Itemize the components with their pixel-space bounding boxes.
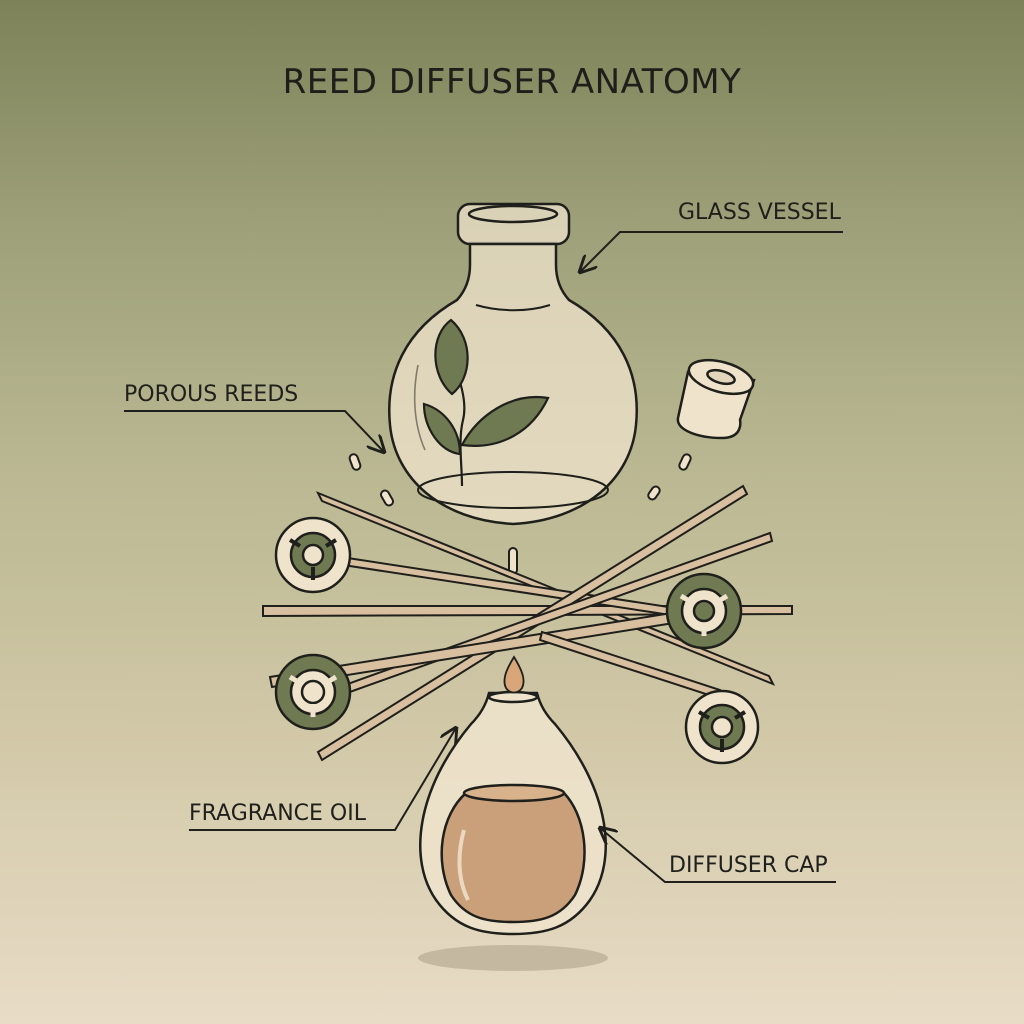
diagram-title: REED DIFFUSER ANATOMY	[282, 62, 742, 102]
oil-bottle-icon	[419, 690, 607, 936]
label-glass-vessel: GLASS VESSEL	[678, 200, 841, 225]
leader-diffuser-cap	[600, 828, 836, 883]
reed-bundle-icon	[262, 484, 793, 762]
floor-shadow	[418, 945, 608, 971]
leaf-sprig-icon	[422, 318, 550, 487]
wheel-icon	[684, 689, 760, 765]
oil-drips	[348, 453, 692, 575]
glass-vessel-icon	[388, 202, 638, 526]
label-fragrance-oil: FRAGRANCE OIL	[189, 801, 366, 826]
label-porous-reeds: POROUS REEDS	[124, 382, 299, 407]
leader-fragrance-oil	[189, 728, 456, 831]
wheel-icon	[274, 516, 352, 594]
label-diffuser-cap: DIFFUSER CAP	[669, 853, 828, 878]
leader-porous-reeds	[124, 410, 384, 452]
cap-icon	[676, 358, 756, 440]
leader-lines	[124, 231, 843, 883]
wheel-icon	[274, 653, 352, 731]
wheel-icon	[665, 572, 743, 650]
flame-icon	[503, 655, 525, 694]
leader-glass-vessel	[580, 231, 843, 272]
